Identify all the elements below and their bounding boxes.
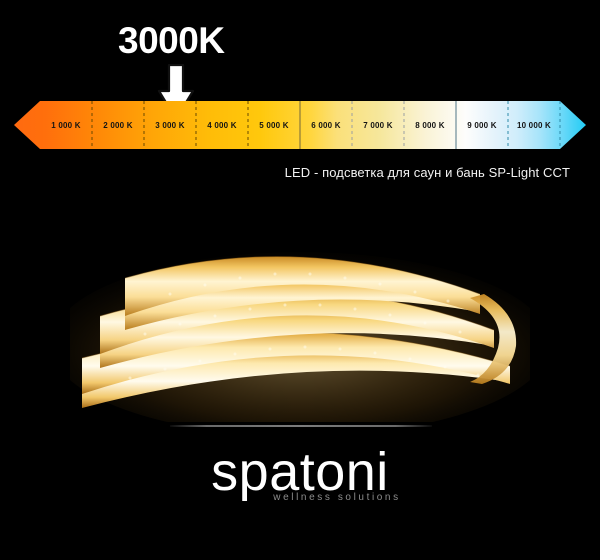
brand-logo: spatoni wellness solutions [0,445,600,503]
scale-label: 7 000 K [363,121,392,130]
scale-label: 2 000 K [103,121,132,130]
page-title: 3000K [118,20,225,61]
scale-label: 8 000 K [415,121,444,130]
product-caption: LED - подсветка для саун и бань SP-Light… [284,165,570,180]
scale-label: 5 000 K [259,121,288,130]
scale-label: 1 000 K [51,121,80,130]
brand-name: spatoni [211,442,389,502]
scale-label: 6 000 K [311,121,340,130]
scale-label: 3 000 K [155,121,184,130]
brand-tagline: wellness solutions [273,492,401,503]
scale-label: 9 000 K [467,121,496,130]
coiled-led-strip-photo [70,232,530,422]
divider [170,425,432,427]
scale-label: 4 000 K [207,121,236,130]
color-temperature-scale: 1 000 K 2 000 K 3 000 K 4 000 K 5 000 K … [14,101,586,149]
scale-label: 10 000 K [517,121,551,130]
